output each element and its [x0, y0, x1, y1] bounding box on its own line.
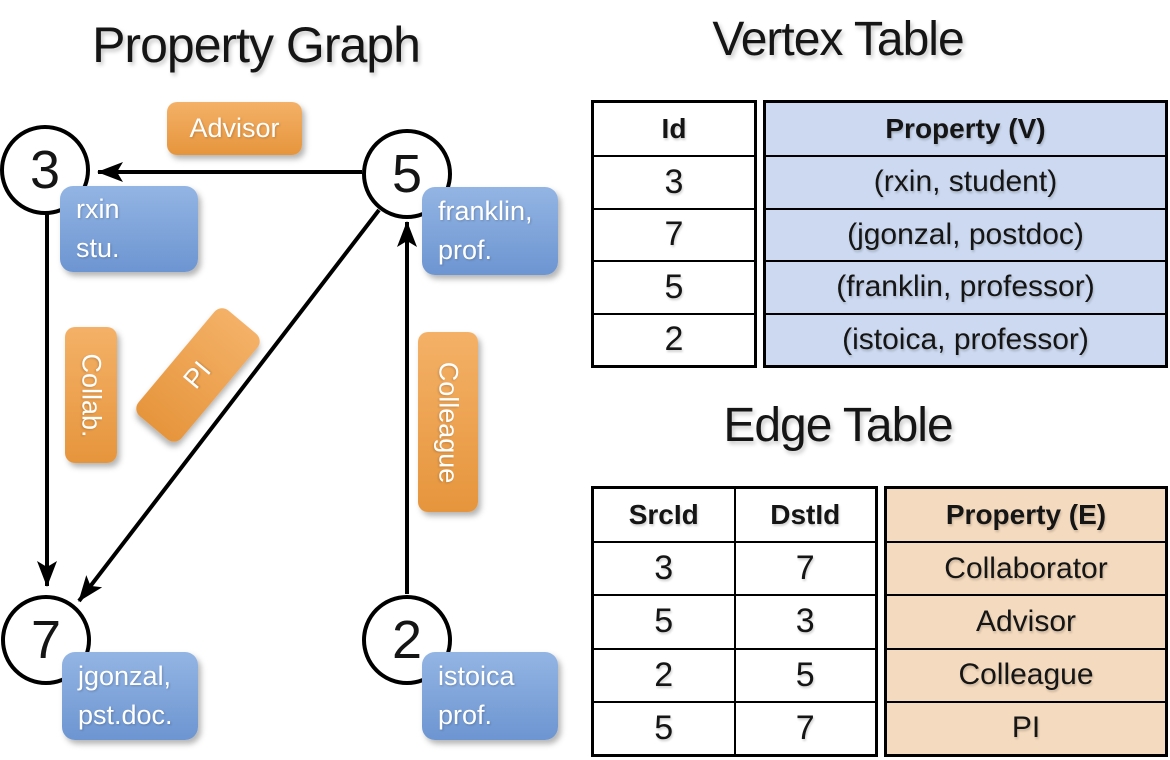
table-row: Colleague: [887, 647, 1165, 701]
edge-label-text: Collab.: [76, 352, 107, 438]
table-row: 2 5: [594, 647, 876, 701]
vertex-table-id-column: Id 3 7 5 2: [591, 100, 757, 368]
vertex-property-label-7: jgonzal, pst.doc.: [62, 652, 198, 740]
srcid-cell: 3: [654, 549, 674, 588]
table-row: PI: [887, 700, 1165, 754]
edge-label-colleague: Colleague: [418, 332, 478, 512]
table-row: (istoica, professor): [766, 312, 1165, 366]
table-row: Advisor: [887, 594, 1165, 647]
srcid-cell: 5: [654, 602, 674, 641]
table-row: 2: [594, 312, 754, 366]
table-header-row: Property (V): [766, 103, 1165, 155]
property-cell: Collaborator: [944, 551, 1108, 585]
table-header-row: SrcId DstId: [594, 489, 875, 541]
id-cell: 3: [664, 162, 684, 201]
edge-label-text: Advisor: [189, 113, 280, 143]
node-id: 2: [391, 610, 423, 670]
table-header-row: Id: [594, 103, 754, 155]
vertex-property-label-5: franklin, prof.: [422, 187, 558, 275]
node-id: 3: [29, 140, 61, 200]
column-header-property-e: Property (E): [945, 499, 1107, 530]
table-row: (rxin, student): [766, 155, 1165, 208]
property-cell: PI: [1011, 711, 1041, 745]
vertex-table-title: Vertex Table: [712, 13, 964, 66]
edge-table-id-columns: SrcId DstId 3 7 5 3 2 5 5 7: [591, 486, 878, 757]
column-header-dstid: DstId: [733, 489, 876, 541]
table-row: 3: [594, 155, 754, 208]
table-row: 5 7: [594, 700, 876, 754]
column-header-property-v: Property (V): [885, 113, 1046, 144]
edge-pi-arrow: [77, 208, 381, 603]
property-cell: (rxin, student): [873, 165, 1058, 199]
dstid-cell: 7: [733, 702, 876, 754]
vertex-table-property-column: Property (V) (rxin, student) (jgonzal, p…: [763, 100, 1168, 368]
column-header-srcid: SrcId: [628, 499, 699, 530]
edge-label-advisor: Advisor: [167, 102, 302, 155]
table-row: 5: [594, 260, 754, 313]
dstid-cell: 3: [733, 596, 876, 648]
edge-label-text: PI: [177, 355, 218, 395]
property-cell: Advisor: [975, 604, 1077, 638]
edge-table-property-column: Property (E) Collaborator Advisor Collea…: [884, 486, 1168, 757]
column-header-id: Id: [661, 113, 687, 144]
vertex-property-label-2: istoica prof.: [422, 652, 558, 740]
node-circle-5: 5: [362, 129, 452, 219]
property-cell: (jgonzal, postdoc): [847, 217, 1084, 251]
property-cell: (franklin, professor): [836, 270, 1095, 304]
dstid-cell: 7: [733, 543, 876, 595]
property-cell: (istoica, professor): [842, 322, 1089, 356]
table-row: 3 7: [594, 541, 876, 595]
table-row: Collaborator: [887, 541, 1165, 594]
vertex-property-label-3: rxin stu.: [60, 186, 198, 272]
id-cell: 7: [664, 215, 684, 254]
id-cell: 2: [664, 320, 684, 359]
table-row: 7: [594, 207, 754, 261]
node-id: 7: [30, 610, 62, 670]
srcid-cell: 5: [654, 708, 674, 747]
edge-label-collab: Collab.: [65, 327, 117, 463]
edge-label-text: Colleague: [433, 361, 464, 483]
table-row: (jgonzal, postdoc): [766, 207, 1165, 261]
node-circle-2: 2: [362, 595, 452, 685]
table-row: (franklin, professor): [766, 260, 1165, 313]
property-graph-title: Property Graph: [92, 17, 421, 73]
table-header-row: Property (E): [887, 489, 1165, 541]
property-cell: Colleague: [958, 658, 1094, 692]
node-id: 5: [391, 144, 423, 204]
dstid-cell: 5: [733, 649, 876, 701]
srcid-cell: 2: [654, 655, 674, 694]
id-cell: 5: [664, 267, 684, 306]
table-row: 5 3: [594, 594, 876, 648]
graph-edges: [37, 162, 417, 603]
edge-table-title: Edge Table: [723, 399, 953, 452]
